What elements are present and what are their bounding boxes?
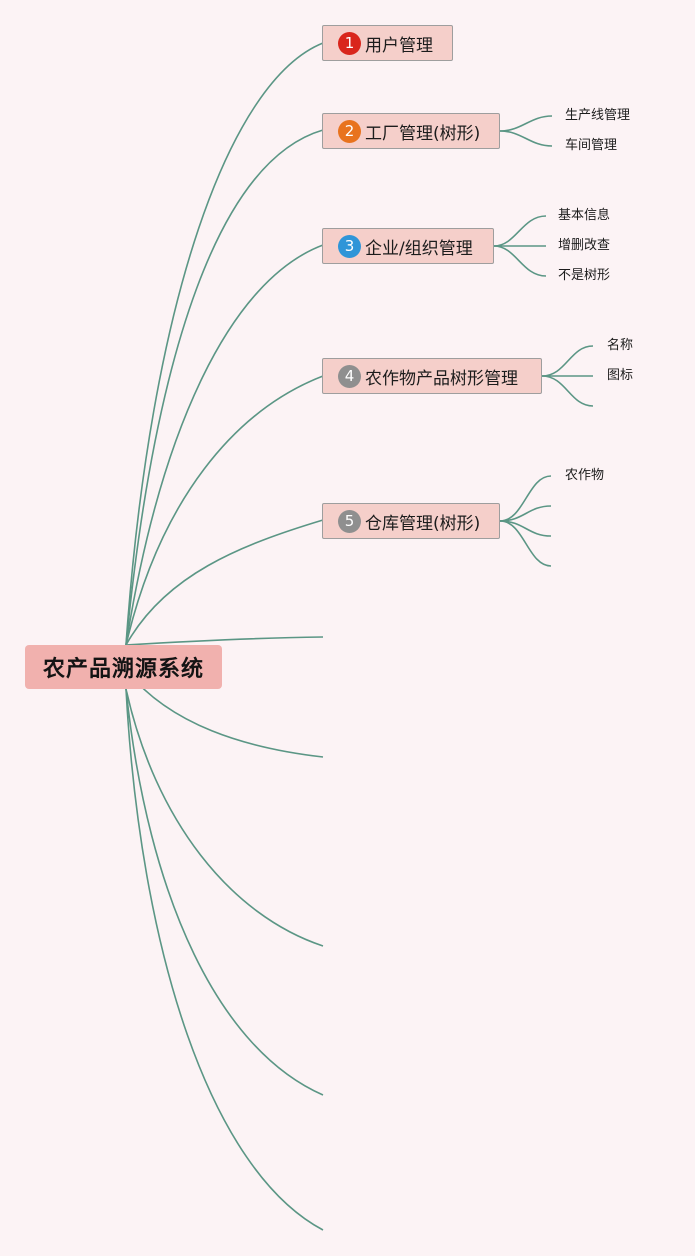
connector-root-empty-1: [125, 636, 324, 646]
root-label: 农产品溯源系统: [42, 657, 204, 682]
connector-topic-4-child-1: [541, 345, 594, 377]
subtopic-icon[interactable]: 图标: [607, 368, 634, 383]
subtopic-name[interactable]: 名称: [607, 338, 634, 353]
root-node[interactable]: 农产品溯源系统: [25, 645, 222, 689]
connector-root-empty-2: [125, 669, 324, 758]
connector-root-topic-1: [125, 42, 324, 646]
connector-root-topic-3: [125, 244, 324, 646]
connector-topic-5-child-4: [499, 520, 552, 567]
connector-topic-4-child-3: [541, 375, 594, 407]
topic-label: 仓库管理(树形): [365, 513, 481, 534]
topic-node-factory-management[interactable]: 2 工厂管理(树形): [322, 113, 500, 149]
topic-label: 工厂管理(树形): [365, 123, 481, 144]
subtopic-crud[interactable]: 增删改查: [558, 238, 611, 253]
number-2-badge-icon: 2: [338, 119, 361, 143]
topic-node-crop-product-management[interactable]: 4 农作物产品树形管理: [322, 358, 542, 394]
topic-label: 企业/组织管理: [365, 238, 473, 259]
number-3-badge-icon: 3: [338, 234, 361, 258]
connector-root-topic-2: [125, 129, 324, 646]
connector-topic-2-child-1: [499, 115, 553, 132]
connector-topic-5-child-1: [499, 475, 552, 522]
connector-root-topic-5: [125, 519, 324, 646]
subtopic-crops[interactable]: 农作物: [565, 468, 605, 483]
subtopic-basic-info[interactable]: 基本信息: [558, 208, 611, 223]
topic-label: 用户管理: [365, 35, 433, 56]
connector-topic-3-child-3: [493, 245, 547, 277]
connector-root-empty-4: [125, 688, 324, 1096]
number-4-badge-icon: 4: [338, 364, 361, 388]
number-1-badge-icon: 1: [338, 31, 361, 55]
topic-node-enterprise-management[interactable]: 3 企业/组织管理: [322, 228, 494, 264]
subtopic-workshop[interactable]: 车间管理: [565, 138, 618, 153]
topic-label: 农作物产品树形管理: [365, 368, 518, 389]
subtopic-not-tree[interactable]: 不是树形: [558, 268, 611, 283]
connector-root-empty-3: [125, 688, 324, 947]
number-5-badge-icon: 5: [338, 509, 361, 533]
subtopic-production-line[interactable]: 生产线管理: [565, 108, 631, 123]
connector-root-empty-5: [125, 688, 324, 1231]
connector-topic-2-child-2: [499, 130, 553, 147]
connector-topic-3-child-1: [493, 215, 547, 247]
topic-node-user-management[interactable]: 1 用户管理: [322, 25, 453, 61]
connector-root-topic-4: [125, 375, 324, 646]
topic-node-warehouse-management[interactable]: 5 仓库管理(树形): [322, 503, 500, 539]
